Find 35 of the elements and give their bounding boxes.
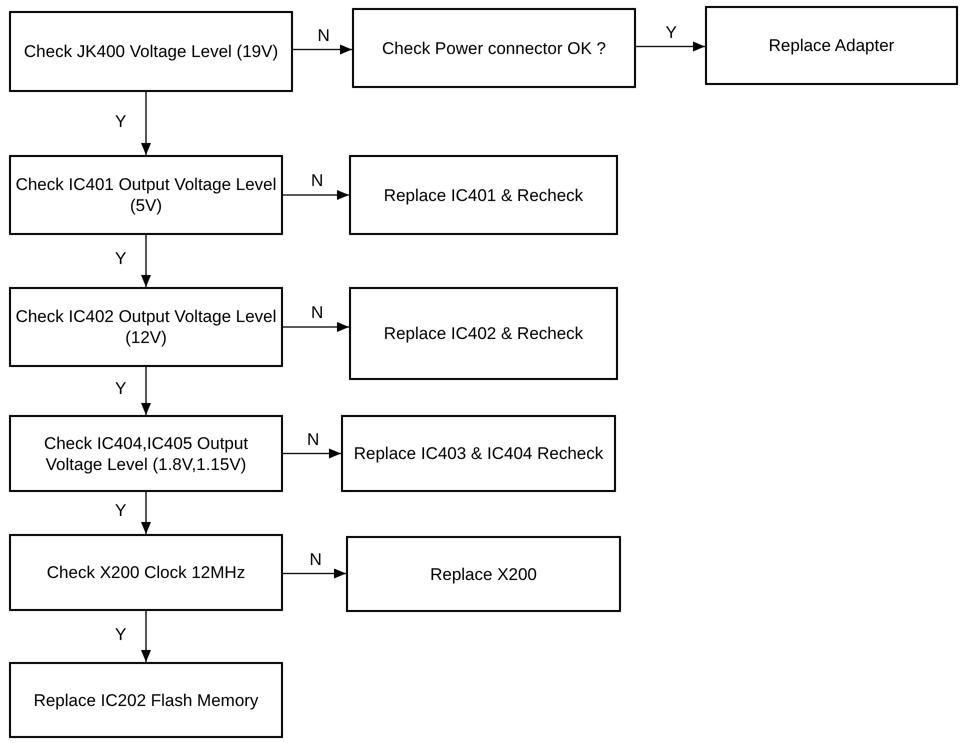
box-text: Replace IC402 & Recheck <box>384 323 584 344</box>
box-text: Check IC401 Output Voltage Level (5V) <box>15 174 277 216</box>
box-text: Replace IC401 & Recheck <box>384 184 584 206</box>
box-text: Replace Adapter <box>768 35 894 56</box>
process-box <box>349 155 618 235</box>
box-text: Check Power connector OK ? <box>382 38 606 58</box>
box-text: Check IC404,IC405 Output Voltage Level (1.8V,1.15V) <box>42 432 250 474</box>
process-box <box>9 155 283 235</box>
arrow <box>141 235 151 287</box>
box-text: Replace IC202 Flash Memory <box>34 690 258 710</box>
arrow <box>283 322 349 332</box>
arrow <box>141 611 151 662</box>
box-text: Check X200 Clock 12MHz <box>46 562 246 583</box>
process-box <box>9 11 293 92</box>
process-box <box>341 415 616 492</box>
arrow <box>636 42 705 52</box>
process-box <box>705 6 958 85</box>
arrow <box>141 492 151 534</box>
arrow <box>283 568 346 578</box>
box-text: Check JK400 Voltage Level (19V) <box>24 41 278 62</box>
process-box <box>9 662 283 738</box>
process-box <box>9 415 283 492</box>
box-text: Replace IC403 & IC404 Recheck <box>354 443 604 464</box>
arrow <box>141 367 151 415</box>
process-box <box>9 287 283 367</box>
arrow <box>283 190 349 200</box>
process-box <box>346 536 621 612</box>
box-text: Check IC402 Output Voltage Level (12V) <box>15 306 277 348</box>
process-box <box>352 8 636 88</box>
arrow <box>293 44 352 54</box>
process-box <box>9 534 283 611</box>
arrow <box>141 92 151 155</box>
process-box <box>349 287 618 380</box>
box-text: Replace X200 <box>430 564 537 584</box>
arrow <box>283 448 341 458</box>
